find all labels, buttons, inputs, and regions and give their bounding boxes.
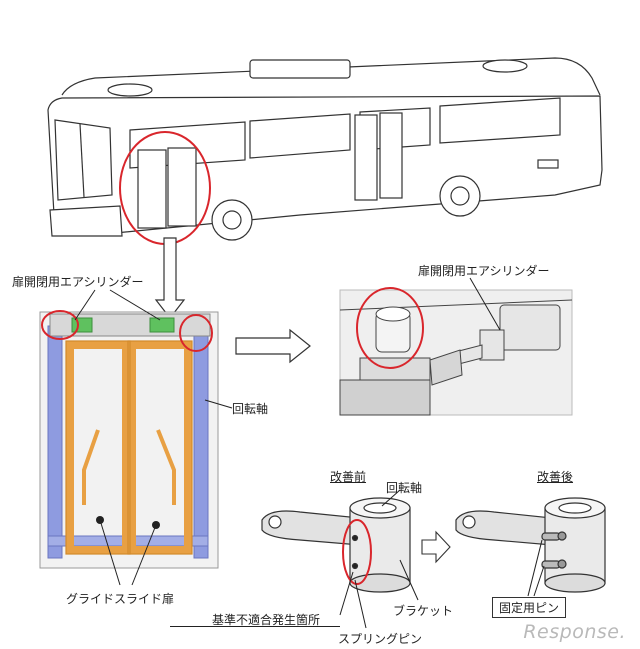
cylinder-highlight-right (179, 314, 213, 352)
down-arrow (154, 237, 186, 319)
nonconformity-label: 基準不適合発生箇所 (212, 613, 321, 627)
bracket-leader-lines (339, 489, 545, 629)
cylinder-leader-line (469, 277, 501, 331)
axis-label-door: 回転軸 (232, 402, 269, 416)
after-label: 改善後 (537, 470, 574, 484)
bracket-label: ブラケット (393, 604, 454, 618)
cylinder-highlight-left (41, 310, 79, 340)
door-leader-lines (74, 289, 233, 586)
before-label: 改善前 (330, 470, 367, 484)
spring-pin-label: スプリングピン (338, 632, 423, 646)
door-assembly (39, 311, 219, 569)
pivot-highlight-circle (356, 287, 424, 369)
bracket-after (455, 497, 606, 593)
right-arrow (235, 328, 311, 364)
axis-label-bracket: 回転軸 (386, 481, 423, 495)
watermark-logo: Response. (523, 621, 626, 643)
cylinder-label-left: 扉開閉用エアシリンダー (12, 275, 144, 289)
bus-illustration (47, 57, 603, 241)
cylinder-detail (339, 289, 573, 416)
bracket-before (261, 497, 411, 593)
nonconformity-leader (170, 626, 340, 627)
glide-door-label: グライドスライド扉 (66, 592, 175, 606)
spring-pin-highlight (342, 519, 372, 585)
before-after-arrow (421, 530, 451, 564)
fixing-pin-label: 固定用ピン (492, 597, 567, 618)
cylinder-label-right: 扉開閉用エアシリンダー (418, 264, 550, 278)
